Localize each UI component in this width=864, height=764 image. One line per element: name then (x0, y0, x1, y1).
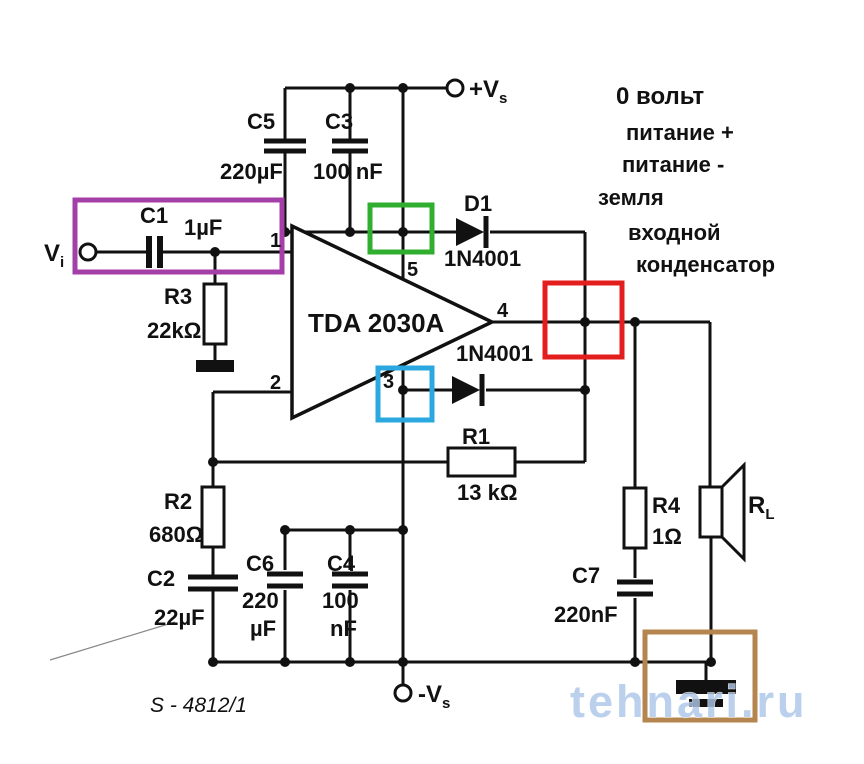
resistor-r1-body (446, 446, 517, 478)
label-r2-value: 680Ω (149, 522, 203, 547)
input-terminal-label: Vi (44, 240, 64, 271)
pin-2-label: 2 (270, 372, 281, 394)
highlight-box-ground (642, 629, 758, 723)
label-c1-ref: C1 (140, 203, 168, 228)
diode-cathode-bars (479, 216, 489, 406)
label-c5-value: 220µF (220, 159, 283, 184)
label-d1-part: 1N4001 (444, 246, 521, 271)
label-c7-value: 220nF (554, 602, 618, 627)
label-c5-ref: C5 (247, 109, 275, 134)
highlight-box-zero-volt (542, 280, 625, 360)
highlight-box-input-capacitor (72, 197, 285, 275)
speaker-cone-icon (720, 461, 746, 563)
pin-5-label: 5 (407, 259, 418, 281)
label-c2-ref: C2 (147, 566, 175, 591)
highlight-box-power-minus (375, 365, 435, 423)
watermark: tehnari.ru (570, 676, 808, 727)
label-c6-value-1: 220 (242, 588, 279, 613)
label-r4-ref: R4 (652, 493, 681, 518)
label-c6-value-2: µF (250, 616, 276, 641)
label-d1-ref: D1 (464, 191, 492, 216)
legend-item-zero-volt: 0 вольт (616, 83, 704, 110)
legend-item-power-plus: питание + (626, 120, 734, 145)
label-r3-value: 22kΩ (147, 318, 201, 343)
label-c7-ref: C7 (572, 563, 600, 588)
label-c6-ref: C6 (246, 551, 274, 576)
legend-item-input-cap-line1: входной (628, 220, 721, 245)
label-c4-value-1: 100 (322, 588, 359, 613)
diode-d1-icon (456, 218, 484, 246)
label-c3-value: 100 nF (313, 159, 383, 184)
doc-reference: S - 4812/1 (150, 694, 247, 717)
label-d2-part: 1N4001 (456, 341, 533, 366)
highlight-box-power-plus (367, 202, 435, 255)
label-c2-value: 22µF (154, 605, 205, 630)
label-r3-ref: R3 (164, 284, 192, 309)
pin-1-label: 1 (270, 230, 281, 252)
input-terminal (78, 242, 98, 262)
earth-ground-icon-2 (689, 699, 723, 707)
scan-crease-line (49, 621, 176, 661)
capacitor-c1-plates (146, 236, 163, 268)
legend-item-input-cap-line2: конденсатор (636, 252, 775, 277)
resistor-r4-body (622, 486, 648, 550)
speaker-body (698, 485, 724, 539)
ground-bar-icon (196, 360, 234, 372)
capacitor-plates (188, 138, 653, 597)
label-c3-ref: C3 (325, 109, 353, 134)
junction-dots (208, 83, 716, 667)
pin-4-label: 4 (497, 300, 509, 322)
vminus-terminal (393, 683, 413, 703)
vminus-terminal-label: -Vs (418, 681, 450, 712)
label-r4-value: 1Ω (652, 524, 682, 549)
label-r2-ref: R2 (164, 489, 192, 514)
vplus-terminal (445, 78, 465, 98)
resistor-r2-body (200, 485, 226, 549)
earth-ground-icon (676, 680, 736, 694)
label-c4-ref: C4 (327, 551, 356, 576)
pin-3-label: 3 (383, 371, 394, 393)
resistor-r3-body (202, 282, 228, 346)
ic-name: TDA 2030A (308, 308, 445, 338)
legend-item-power-minus: питание - (622, 152, 724, 177)
vplus-terminal-label: +Vs (469, 76, 507, 107)
label-r1-value: 13 kΩ (457, 480, 517, 505)
label-r1-ref: R1 (462, 424, 490, 449)
label-c1-value: 1µF (184, 215, 222, 240)
label-speaker-rl: RL (748, 492, 775, 523)
diode-d2-icon (452, 376, 480, 404)
label-c4-value-2: nF (330, 616, 357, 641)
legend-item-ground: земля (598, 185, 664, 210)
